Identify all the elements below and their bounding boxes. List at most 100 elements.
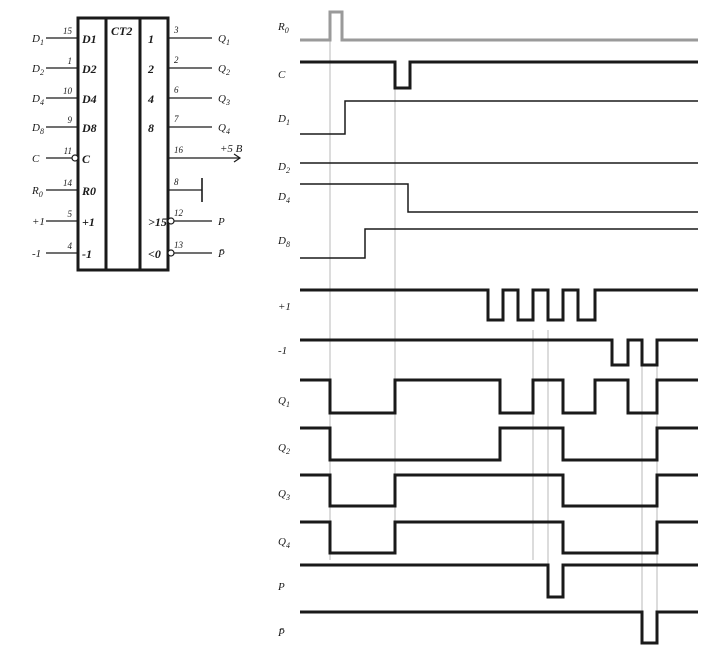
ic-left-pin-d2: D2 1D2 [31,56,97,77]
waveform-label-p: P [277,581,285,593]
ic-body-middle [104,16,142,272]
pin-function-label: 2 [147,62,154,76]
waveform-q1 [300,378,698,415]
pin-signal-name: R0 [31,185,43,199]
guide-lines [329,20,658,640]
pin-number: 16 [174,145,184,155]
waveform-label-p-bar: P̄ [277,627,285,639]
waveform-label-plus1: +1 [278,301,291,313]
pin-function-label: 1 [148,32,154,46]
ic-block: CT2 D115D1D21D2D410D4D89D8C11CR014R0+15+… [31,16,243,272]
inversion-bubble [167,217,175,225]
pin-signal-name: +1 [32,216,45,228]
pin-function-label: D2 [81,62,97,76]
waveforms [300,10,698,645]
waveform-label-d1: D1 [277,113,290,127]
waveform-p-bar [300,610,698,645]
pin-number: 10 [63,86,73,96]
pin-signal-name: D8 [31,122,44,136]
pin-number: 13 [174,240,184,250]
waveform-label-q1: Q1 [278,395,290,409]
pin-signal-name: -1 [32,248,41,260]
ic-left-pin-d8: D8 9D8 [31,115,97,136]
ic-body-right [138,16,170,272]
pin-number: 3 [173,25,179,35]
pin-number: 14 [63,178,73,188]
pin-number: 4 [68,241,73,251]
pin-signal-name: +5 B [220,143,243,155]
pin-function-label: +1 [82,215,95,229]
pin-function-label: 4 [147,92,154,106]
pin-function-label: D1 [81,32,97,46]
ic-right-pin-p: P 12 >15 [148,208,225,229]
waveform-label-q3: Q3 [278,488,290,502]
waveform-label-c: C [278,69,286,81]
pin-number: 15 [63,26,73,36]
arrow-head [233,153,242,163]
pin-number: 5 [68,209,73,219]
waveform-p [300,563,698,599]
pin-signal-name: P [217,216,225,228]
ic-right-pin-p-bar: P̄ 13 <0 [148,240,225,261]
waveform-q4 [300,520,698,555]
ic-body-left [76,16,108,272]
pin-signal-name: P̄ [217,248,225,260]
pin-number: 1 [68,56,73,66]
ic-title: CT2 [111,24,132,38]
pin-number: 6 [174,85,179,95]
pin-number: 2 [174,55,179,65]
pin-function-label: R0 [81,184,96,198]
waveform-label-q2: Q2 [278,442,290,456]
waveform-d4 [300,183,698,213]
waveform-q3 [300,473,698,508]
pin-number: 9 [68,115,73,125]
waveform-label-d2: D2 [277,161,290,175]
pin-signal-name: Q3 [218,93,230,107]
pin-signal-name: D1 [31,33,44,47]
inversion-bubble [71,154,79,162]
ic-left-pin-1: -1 4 -1 [32,241,92,261]
inversion-bubble [167,249,175,257]
pin-signal-name: D2 [31,63,44,77]
pin-signal-name: Q1 [218,33,230,47]
ic-left-pin-plus1: +1 5 +1 [32,209,95,229]
pin-function-label: C [82,152,91,166]
waveform-label-d8: D8 [277,235,290,249]
waveform-label-d4: D4 [277,191,290,205]
pin-number: 11 [64,146,72,156]
waveform-1 [300,338,698,367]
pin-function-label: D8 [81,121,97,135]
waveform-r0 [300,10,698,42]
pin-function-label: D4 [81,92,97,106]
pin-function-label: <0 [148,247,161,261]
pin-signal-name: C [32,153,40,165]
waveform-label-q4: Q4 [278,536,290,550]
ic-right-pin-q1: Q1 3 1 [148,25,230,47]
ic-right-pin-pin-8: 8 [168,177,203,202]
pin-number: 7 [174,114,179,124]
pin-number: 12 [174,208,184,218]
pin-function-label: -1 [82,247,92,261]
pin-signal-name: Q4 [218,122,230,136]
pin-number: 8 [174,177,179,187]
pin-signal-name: Q2 [218,63,230,77]
pin-function-label: >15 [148,215,167,229]
waveform-q2 [300,426,698,462]
ic-right-pin-plus5-b: +5 B 16 [168,143,243,163]
pin-signal-name: D4 [31,93,44,107]
ic-left-pin-c: C 11C [32,146,91,166]
waveform-label-r0: R0 [277,21,289,35]
waveform-plus1 [300,288,698,322]
ic-right-pin-q2: Q2 2 2 [147,55,230,77]
waveform-c [300,60,698,90]
